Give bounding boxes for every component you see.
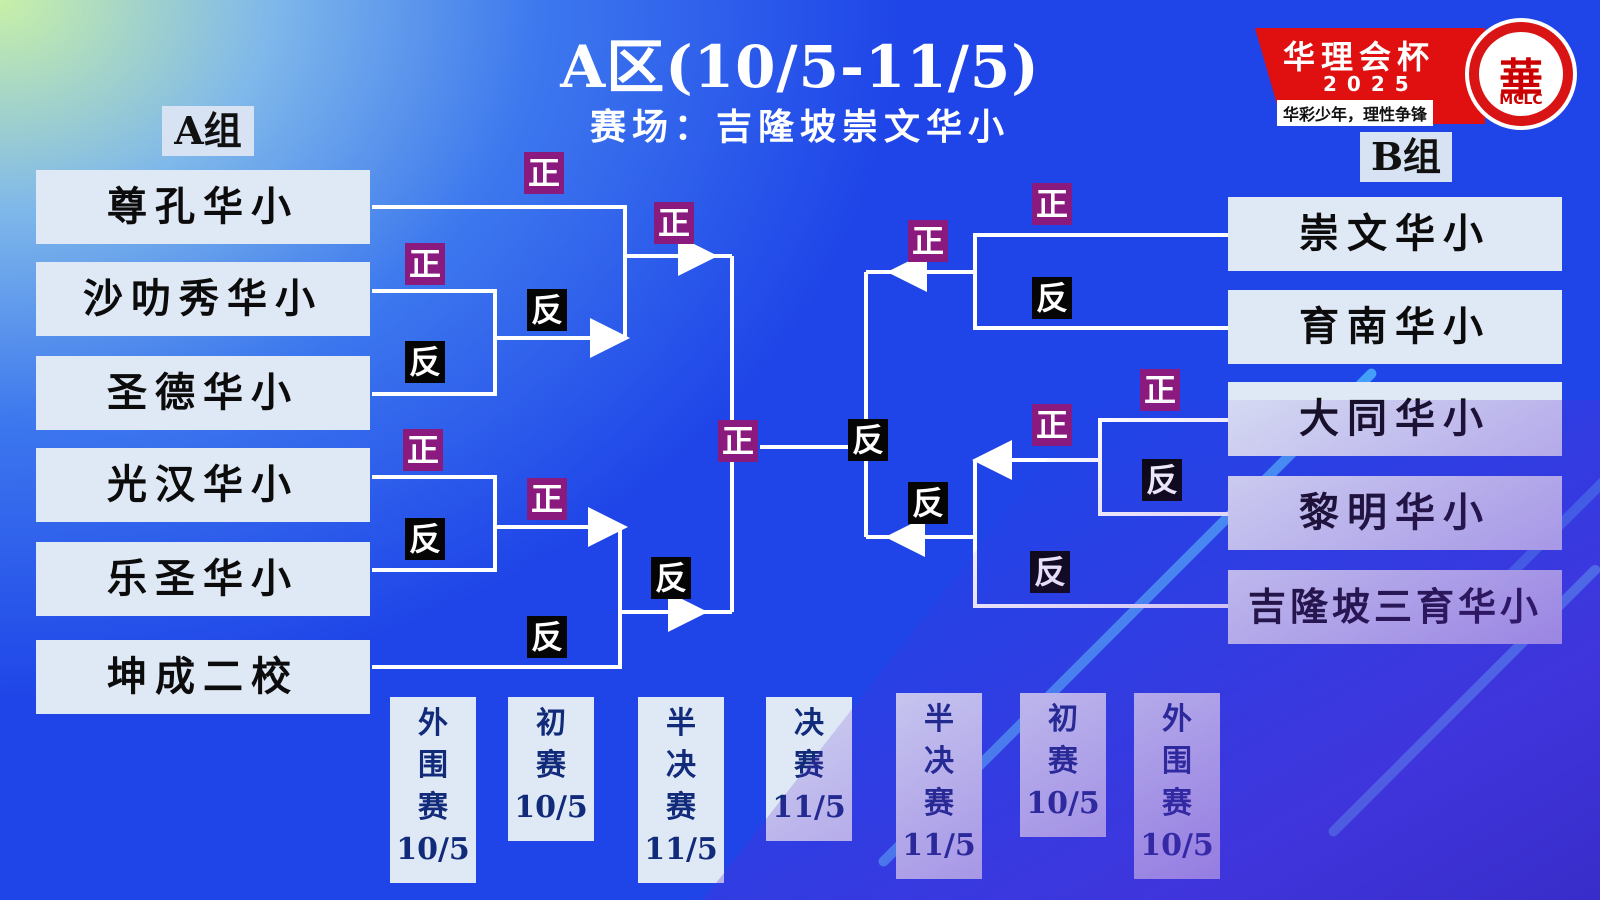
team-a-2: 沙叻秀华小 [36, 262, 370, 336]
logo-name: 华理会杯 [1283, 38, 1436, 76]
round-label-2: 初 赛 10/5 [508, 697, 594, 841]
tag-lose: 反 [1142, 459, 1182, 501]
round-label-3: 半 决 赛 11/5 [638, 697, 724, 883]
logo-seal-char: 華 [1499, 55, 1543, 106]
round-char: 决 [666, 748, 696, 783]
round-label-4: 决 赛 11/5 [766, 697, 852, 841]
round-char: 赛 [666, 790, 696, 825]
round-char: 外 [418, 706, 448, 741]
round-char: 围 [418, 748, 448, 783]
logo-slogan: 华彩少年，理性争锋 [1277, 100, 1434, 126]
tag-win: 正 [908, 220, 948, 262]
team-b-4: 黎明华小 [1228, 476, 1562, 550]
logo-seal-abbr: MCLC [1499, 92, 1543, 108]
team-b-2: 育南华小 [1228, 290, 1562, 364]
round-date: 11/5 [902, 828, 976, 863]
round-char: 赛 [1162, 786, 1192, 821]
team-a-6: 坤成二校 [36, 640, 370, 714]
logo-seal-icon: 華 MCLC [1465, 18, 1577, 130]
round-char: 决 [794, 706, 824, 741]
tag-win: 正 [1140, 369, 1180, 411]
tag-lose: 反 [908, 482, 948, 524]
tag-lose: 反 [527, 289, 567, 331]
round-char: 赛 [536, 748, 566, 783]
event-logo: 华理会杯 2025 华彩少年，理性争锋 華 MCLC [1255, 18, 1585, 136]
round-char: 赛 [794, 748, 824, 783]
round-char: 半 [666, 706, 696, 741]
tag-lose: 反 [527, 616, 567, 658]
line-a1 [372, 205, 627, 338]
venue-subtitle: 赛场：吉隆坡崇文华小 [589, 106, 1010, 148]
tag-win: 正 [403, 429, 443, 471]
round-date: 11/5 [772, 790, 846, 825]
team-a-3: 圣德华小 [36, 356, 370, 430]
tag-win: 正 [1032, 404, 1072, 446]
round-char: 半 [924, 702, 954, 737]
logo-year: 2025 [1323, 72, 1419, 96]
round-char: 赛 [418, 790, 448, 825]
tag-win: 正 [654, 202, 694, 244]
round-char: 围 [1162, 744, 1192, 779]
line-a2 [372, 289, 497, 396]
round-label-7: 外 围 赛 10/5 [1134, 693, 1220, 879]
tag-lose: 反 [651, 557, 691, 599]
tag-win: 正 [1032, 183, 1072, 225]
tag-win-final: 正 [718, 420, 758, 462]
team-a-4: 光汉华小 [36, 448, 370, 522]
team-b-3: 大同华小 [1228, 382, 1562, 456]
round-label-6: 初 赛 10/5 [1020, 693, 1106, 837]
round-char: 赛 [924, 786, 954, 821]
round-date: 10/5 [1026, 786, 1100, 821]
line-a4 [372, 475, 497, 572]
team-b-5: 吉隆坡三育华小 [1228, 570, 1562, 644]
round-char: 初 [1048, 702, 1078, 737]
line-b5 [973, 460, 1228, 608]
team-a-1: 尊孔华小 [36, 170, 370, 244]
tag-lose: 反 [1030, 551, 1070, 593]
tag-lose-final: 反 [848, 419, 888, 461]
group-b-label: B组 [1360, 132, 1452, 182]
tag-lose: 反 [405, 341, 445, 383]
round-label-1: 外 围 赛 10/5 [390, 697, 476, 883]
line-b1 [973, 233, 1228, 330]
team-b-1: 崇文华小 [1228, 197, 1562, 271]
round-date: 10/5 [1140, 828, 1214, 863]
tag-lose: 反 [405, 518, 445, 560]
tag-lose: 反 [1032, 277, 1072, 319]
round-label-5: 半 决 赛 11/5 [896, 693, 982, 879]
line-a6 [372, 527, 622, 669]
tag-win: 正 [527, 478, 567, 520]
round-char: 赛 [1048, 744, 1078, 779]
line-b3 [1098, 418, 1228, 516]
round-char: 初 [536, 706, 566, 741]
round-date: 11/5 [644, 832, 718, 867]
round-char: 决 [924, 744, 954, 779]
tag-win: 正 [405, 243, 445, 285]
tag-win: 正 [524, 152, 564, 194]
round-char: 外 [1162, 702, 1192, 737]
round-date: 10/5 [396, 832, 470, 867]
group-a-label: A组 [162, 106, 254, 156]
team-a-5: 乐圣华小 [36, 542, 370, 616]
round-date: 10/5 [514, 790, 588, 825]
page-title: A区(10/5-11/5) [560, 33, 1040, 101]
